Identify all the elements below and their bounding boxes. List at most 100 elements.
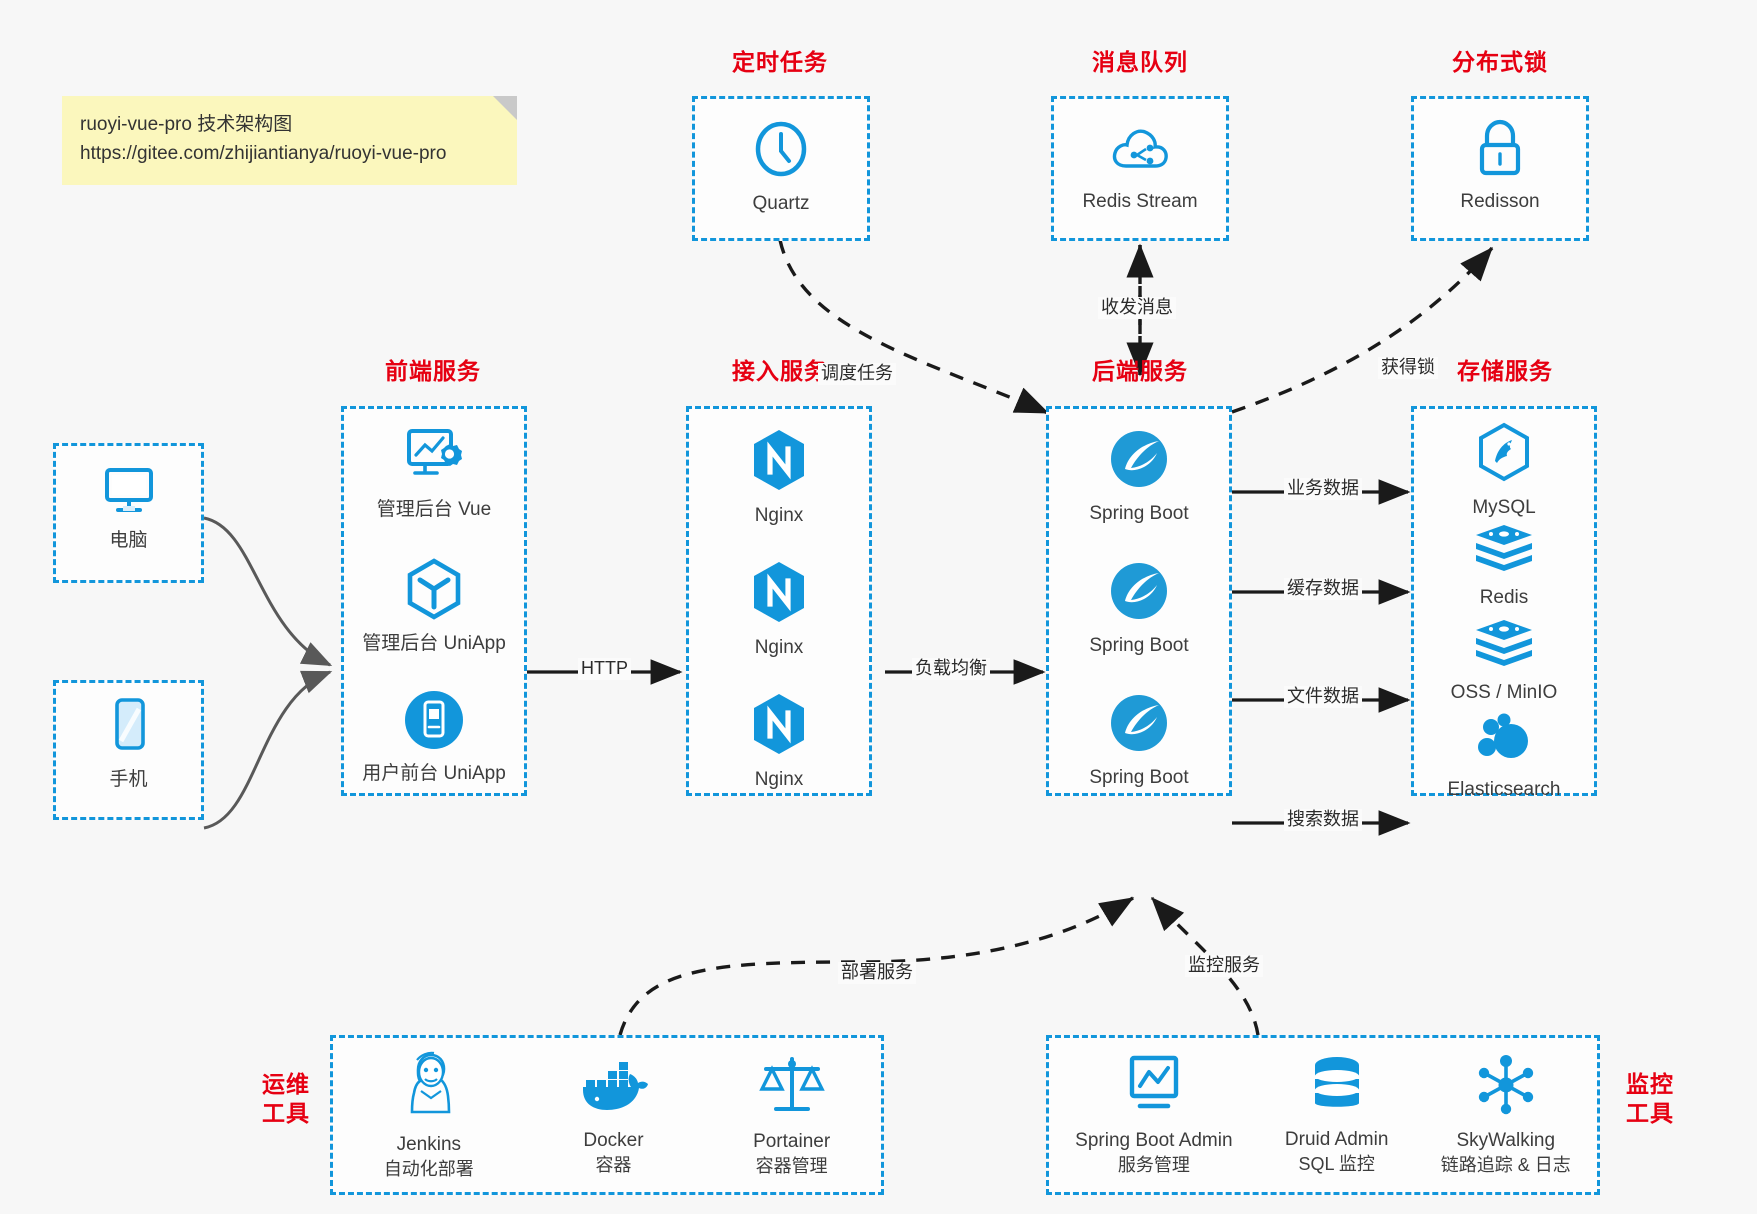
node-label: SkyWalking [1456,1130,1556,1152]
node-label: Nginx [754,637,804,658]
oss-icon [1472,616,1536,675]
node-nginx-2[interactable]: Nginx [689,559,869,661]
node-druid-admin[interactable]: Druid Admin SQL 监控 [1284,1053,1389,1176]
edge-label-deploy-service: 部署服务 [838,962,916,984]
cloud-stream-icon [1109,121,1171,184]
edge-label-search-data: 搜索数据 [1284,809,1362,831]
group-box-scheduler: Quartz [692,96,870,241]
node-admin-uniapp[interactable]: 管理后台 UniApp [344,557,524,657]
diagram-note: ruoyi-vue-pro 技术架构图 https://gitee.com/zh… [62,96,517,185]
cube-icon [403,557,465,626]
elasticsearch-icon [1473,711,1535,772]
group-title-lock: 分布式锁 [1452,49,1548,75]
node-label: Spring Boot [1089,635,1189,656]
group-title-gateway: 接入服务 [732,358,828,384]
group-box-backend: Spring Boot Spring Boot Spring Boot [1046,406,1232,796]
node-jenkins[interactable]: Jenkins 自动化部署 [384,1048,474,1181]
node-redis[interactable]: Redis [1414,521,1594,611]
group-title-backend: 后端服务 [1092,358,1188,384]
monitor-chart-icon [1120,1052,1188,1123]
dashboard-gear-icon [401,425,467,492]
group-title-scheduler: 定时任务 [732,49,828,75]
node-user-uniapp[interactable]: 用户前台 UniApp [344,689,524,787]
node-spring-boot-2[interactable]: Spring Boot [1049,559,1229,659]
edge-label-mq-send-receive: 收发消息 [1098,297,1176,319]
group-box-monitor: Spring Boot Admin 服务管理 Druid Admin SQL 监… [1046,1035,1600,1195]
node-label: Jenkins [396,1134,462,1156]
node-label: Nginx [754,769,804,790]
group-title-storage: 存储服务 [1457,358,1553,384]
node-redisson[interactable]: Redisson [1414,117,1586,215]
edge-label-monitor-service: 监控服务 [1185,955,1263,977]
node-portainer[interactable]: Portainer 容器管理 [753,1051,830,1178]
skywalking-icon [1473,1052,1539,1123]
node-label: Elasticsearch [1447,779,1561,800]
mysql-icon [1473,421,1535,490]
note-line-2: https://gitee.com/zhijiantianya/ruoyi-vu… [80,143,447,165]
node-label: 用户前台 UniApp [362,763,506,784]
node-sublabel: 服务管理 [1117,1155,1190,1176]
node-docker[interactable]: Docker 容器 [575,1052,651,1177]
node-quartz[interactable]: Quartz [695,117,867,217]
docker-icon [575,1052,651,1123]
group-title-mq: 消息队列 [1092,49,1188,75]
node-label: 手机 [109,769,148,790]
node-label: Redis Stream [1082,191,1198,212]
node-sublabel: 容器 [595,1155,632,1176]
monitor-title-line-1: 监控 [1626,1071,1674,1097]
node-label: Quartz [752,193,810,214]
note-fold-corner [493,96,517,120]
node-label: Spring Boot Admin [1075,1130,1233,1152]
group-box-devops: Jenkins 自动化部署 [330,1035,884,1195]
node-sublabel: SQL 监控 [1298,1154,1375,1175]
node-skywalking[interactable]: SkyWalking 链路追踪 & 日志 [1441,1052,1571,1177]
node-mysql[interactable]: MySQL [1414,421,1594,521]
node-spring-boot-3[interactable]: Spring Boot [1049,691,1229,791]
spring-boot-icon [1107,691,1171,760]
node-sublabel: 链路追踪 & 日志 [1440,1155,1571,1176]
database-icon [1305,1053,1369,1122]
group-box-storage: MySQL Redis [1411,406,1597,800]
nginx-icon [748,691,810,762]
group-box-lock: Redisson [1411,96,1589,241]
node-label: Portainer [753,1131,831,1153]
devops-items: Jenkins 自动化部署 [333,1038,881,1192]
desktop-icon [99,462,159,523]
node-spring-boot-admin[interactable]: Spring Boot Admin 服务管理 [1075,1052,1233,1177]
group-box-mq: Redis Stream [1051,96,1229,241]
nginx-icon [748,559,810,630]
group-box-client-desktop: 电脑 [53,443,204,583]
note-line-1: ruoyi-vue-pro 技术架构图 [80,114,293,135]
node-label: Spring Boot [1089,767,1189,788]
edge-label-file-data: 文件数据 [1284,686,1362,708]
node-label: OSS / MinIO [1450,682,1558,703]
node-nginx-3[interactable]: Nginx [689,691,869,793]
edge-label-cache-data: 缓存数据 [1284,578,1362,600]
devops-title-line-2: 工具 [262,1099,310,1126]
clock-icon [749,117,813,186]
group-title-monitor: 监控 工具 [1614,1070,1686,1128]
devops-title-line-1: 运维 [262,1071,310,1097]
node-desktop[interactable]: 电脑 [56,462,201,554]
node-phone[interactable]: 手机 [56,695,201,793]
node-nginx-1[interactable]: Nginx [689,427,869,529]
node-oss-minio[interactable]: OSS / MinIO [1414,616,1594,706]
node-elasticsearch[interactable]: Elasticsearch [1414,711,1594,803]
node-label: Druid Admin [1284,1129,1389,1151]
spring-boot-icon [1107,427,1171,496]
node-redis-stream[interactable]: Redis Stream [1054,121,1226,215]
node-sublabel: 容器管理 [755,1156,828,1177]
mobile-app-icon [403,689,465,756]
node-sublabel: 自动化部署 [383,1159,474,1180]
node-admin-vue[interactable]: 管理后台 Vue [344,425,524,523]
group-title-devops: 运维 工具 [250,1070,322,1128]
edge-label-http: HTTP [578,658,631,680]
node-label: Redisson [1460,191,1540,212]
jenkins-icon [392,1048,466,1127]
node-label: 电脑 [109,530,148,551]
spring-boot-icon [1107,559,1171,628]
nginx-icon [748,427,810,498]
node-spring-boot-1[interactable]: Spring Boot [1049,427,1229,527]
redis-icon [1472,521,1536,580]
phone-icon [103,695,155,762]
